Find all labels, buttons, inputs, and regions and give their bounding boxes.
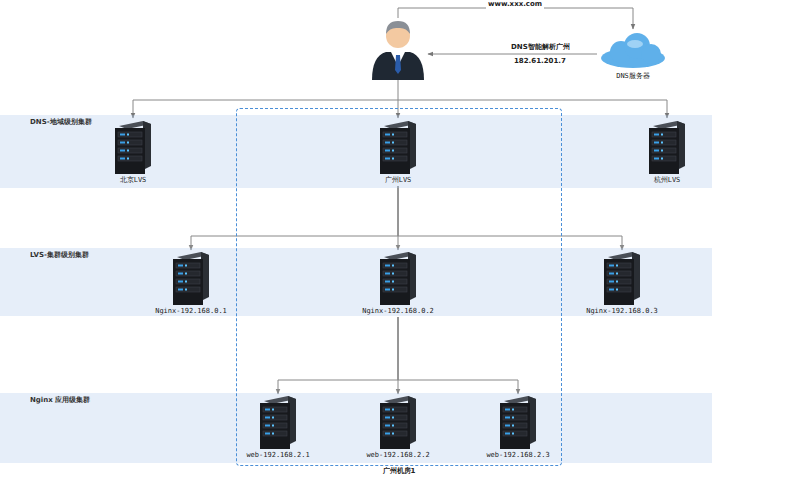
server-node: Nginx-192.168.0.2 [360,251,436,316]
dns-cloud: DNS服务器 [595,30,671,81]
server-icon [171,251,211,305]
server-label: 北京LVS [111,176,155,185]
server-label: web-192.168.2.3 [484,451,552,460]
server-node: Nginx-192.168.0.3 [584,251,660,316]
band-label: Nginx 应用级集群 [30,396,90,405]
datacenter-zone: 广州机房1 [236,108,562,466]
server-node: 广州LVS [376,120,420,185]
fanout-wire [398,80,399,100]
server-icon [378,120,418,174]
server-node: web-192.168.2.1 [244,395,312,460]
server-node: Nginx-192.168.0.1 [153,251,229,316]
server-icon [498,395,538,449]
connector [278,317,398,394]
cluster-band: DNS-地域级别集群北京LVS 广州LVS 杭州LVS [0,115,712,188]
band-label: DNS-地域级别集群 [30,118,92,127]
server-label: Nginx-192.168.0.3 [584,307,660,316]
server-icon [378,251,418,305]
server-node: web-192.168.2.2 [364,395,432,460]
server-icon [258,395,298,449]
cloud-label: DNS服务器 [595,72,671,81]
connector [191,186,398,250]
server-label: 广州LVS [376,176,420,185]
server-icon [602,251,642,305]
cluster-band: Nginx 应用级集群 web-192.168.2.1 web-192.168.2.… [0,393,712,463]
answer-wire [428,54,597,55]
server-label: 杭州LVS [645,176,689,185]
request-wire [398,8,633,29]
user-figure [372,21,424,80]
server-icon [647,120,687,174]
server-label: Nginx-192.168.0.1 [153,307,229,316]
connector [398,317,518,394]
flow-label: 182.61.201.7 [512,57,568,66]
flow-label: DNS智能解析广州 [509,43,572,52]
flow-label: www.xxx.com [486,0,544,9]
cloud-icon [597,30,669,70]
cluster-band: LVS-集群级别集群 Nginx-192.168.0.1 Nginx-192.168… [0,248,712,316]
server-icon [113,120,153,174]
server-node: 北京LVS [111,120,155,185]
zone-label: 广州机房1 [237,467,561,476]
server-label: web-192.168.2.1 [244,451,312,460]
server-label: web-192.168.2.2 [364,451,432,460]
band-label: LVS-集群级别集群 [30,251,89,260]
server-node: web-192.168.2.3 [484,395,552,460]
connector [398,186,622,250]
server-node: 杭州LVS [645,120,689,185]
fanout-wire [133,100,667,101]
server-label: Nginx-192.168.0.2 [360,307,436,316]
server-icon [378,395,418,449]
